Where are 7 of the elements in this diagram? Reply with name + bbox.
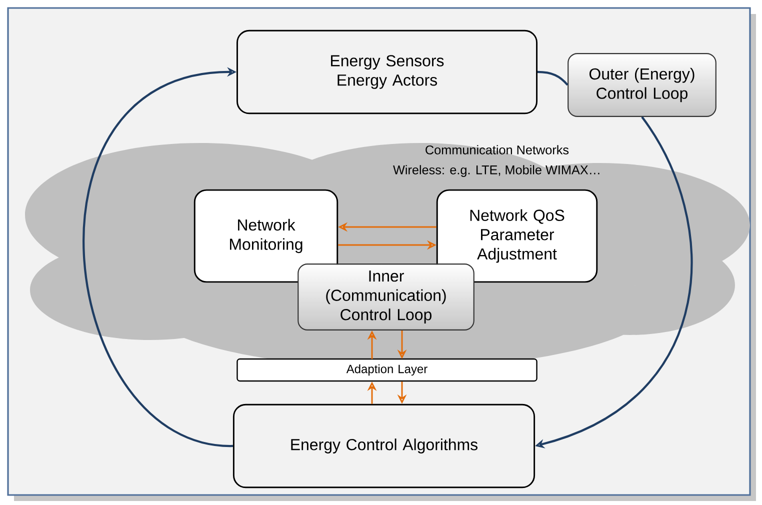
process-box: Network Monitoring (194, 189, 338, 283)
process-box: Network QoS Parameter Adjustment (436, 189, 598, 283)
layer-box: Adaption Layer (236, 358, 538, 382)
process-box: Energy Sensors Energy Actors (236, 30, 538, 114)
loop-box: Outer (Energy) Control Loop (568, 53, 716, 117)
loop-box: Inner (Communication) Control Loop (298, 264, 474, 330)
process-box: Energy Control Algorithms (232, 404, 536, 488)
